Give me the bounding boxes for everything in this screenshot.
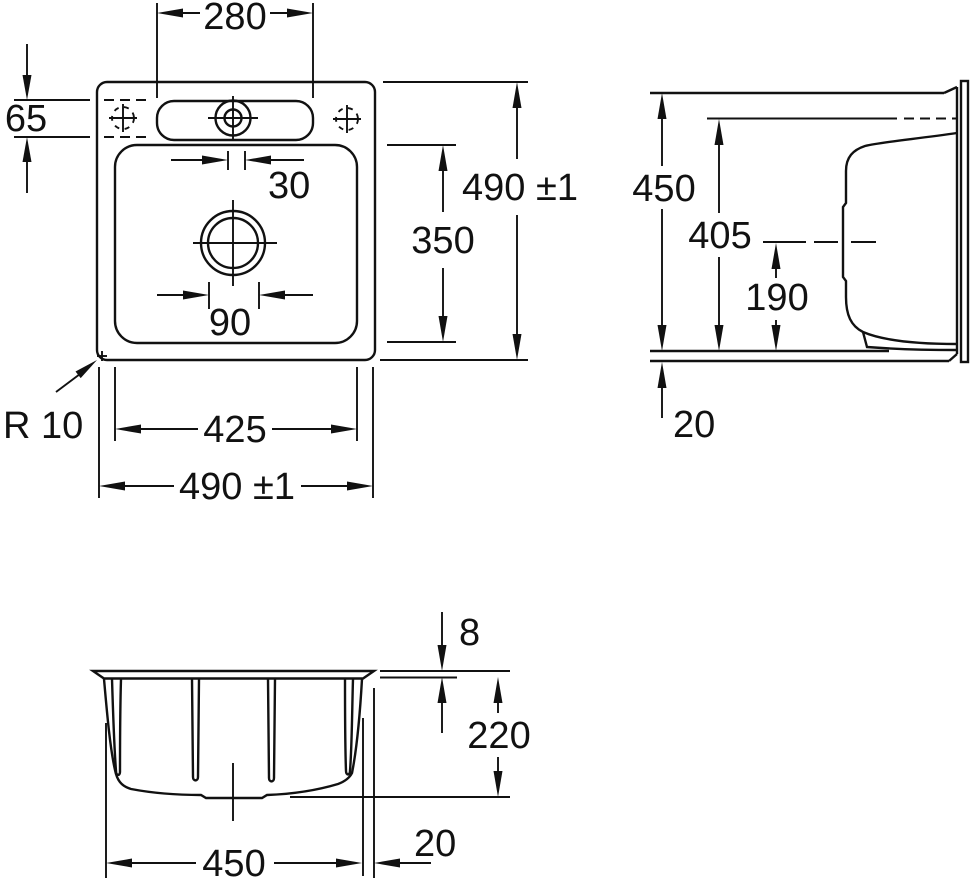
arrowhead-down — [771, 325, 781, 351]
arrowhead-down — [714, 325, 724, 351]
sink-outer-outline — [95, 80, 377, 362]
dim-label-drain-axis: 190 — [745, 277, 808, 319]
dimension-20-front: 20 — [374, 823, 456, 868]
arrowhead-down — [493, 771, 503, 797]
dimension-490-vertical: 490 ±1 — [380, 81, 578, 361]
dim-label-rim-overhang-side: 20 — [673, 404, 715, 446]
arrowhead-down — [22, 75, 32, 100]
arrowhead-left — [115, 424, 141, 434]
dim-label-tap-axis: 405 — [688, 215, 751, 257]
rim-edge-profile — [959, 79, 970, 364]
dim-label-tap-ledge-width: 280 — [203, 0, 266, 38]
arrowhead-up — [512, 82, 522, 108]
dimension-30: 30 — [171, 151, 310, 207]
drill-dashed-circle — [335, 107, 359, 131]
front-view: 8 220 450 20 — [89, 612, 531, 880]
arrowhead-up — [438, 145, 448, 171]
arrowhead-up — [771, 243, 781, 269]
dimension-20-side: 20 — [657, 362, 715, 446]
dim-label-rim-overhang-front: 20 — [414, 823, 456, 865]
dim-label-drain-hole: 90 — [209, 302, 251, 344]
arrowhead-right — [202, 155, 228, 165]
basin-profile-outer-bottom — [861, 331, 958, 352]
arrowhead-right — [183, 290, 209, 300]
arrowhead-left — [106, 858, 132, 868]
dimension-425: 425 — [114, 367, 358, 451]
arrowhead-left — [259, 290, 285, 300]
dim-label-basin-length: 350 — [411, 220, 474, 262]
dimension-190: 190 — [745, 243, 809, 351]
basin-wall-edge-2 — [190, 678, 201, 782]
rim-chamfer-line — [943, 85, 958, 95]
basin-inner-outline — [113, 143, 359, 345]
dimension-220: 220 — [467, 677, 531, 797]
arrowhead-down — [438, 316, 448, 342]
dim-label-bottom-width: 450 — [202, 843, 265, 880]
rim-flange-outline — [89, 669, 378, 680]
dimension-405: 405 — [688, 119, 752, 351]
dim-label-cutout-length: 450 — [632, 168, 695, 210]
dimension-450-side: 450 — [632, 93, 696, 351]
radius-callout: R 10 — [3, 360, 97, 447]
drill-mark-left — [109, 104, 137, 132]
leader-line — [55, 373, 81, 393]
arrowhead-right — [287, 8, 313, 18]
arrowhead-up — [657, 362, 667, 388]
basin-wall-edge-3 — [266, 678, 277, 783]
arrowhead-down — [657, 325, 667, 351]
arrowhead-right — [347, 481, 373, 491]
arrowhead-up — [437, 677, 447, 703]
arrowhead-right — [331, 424, 357, 434]
arrowhead-down — [437, 645, 447, 671]
basin-wall-edge-4 — [343, 678, 355, 776]
dim-label-basin-width: 425 — [203, 409, 266, 451]
dim-label-tap-hole: 30 — [268, 165, 310, 207]
dim-label-tap-zone-height: 65 — [5, 98, 47, 140]
dimension-65: 65 — [5, 44, 90, 193]
arrowhead-left — [157, 8, 183, 18]
tap-ledge-slot — [155, 99, 315, 142]
arrowhead-down — [512, 334, 522, 360]
dimension-8: 8 — [437, 612, 480, 733]
basin-profile-inner — [841, 131, 958, 346]
dimension-490-horizontal: 490 ±1 — [98, 367, 374, 508]
plan-view: 280 65 30 — [3, 0, 578, 508]
dim-label-overall-length: 490 ±1 — [462, 167, 578, 209]
label-corner-radius: R 10 — [3, 405, 83, 447]
rim-chamfer-line-bottom — [948, 353, 958, 362]
leader-arrowhead — [75, 360, 97, 379]
arrowhead-right — [336, 858, 362, 868]
arrowhead-left — [245, 155, 271, 165]
arrowhead-up — [657, 93, 667, 119]
dim-label-rim-thickness: 8 — [459, 612, 480, 654]
basin-wall-edge-1 — [110, 678, 123, 777]
arrowhead-up — [493, 677, 503, 703]
drill-dashed-circle — [111, 106, 135, 130]
arrowhead-up — [22, 137, 32, 162]
drill-mark-right — [333, 105, 361, 133]
side-view: 450 405 190 20 — [632, 79, 970, 446]
arrowhead-left — [374, 858, 400, 868]
dim-label-overall-width: 490 ±1 — [179, 466, 295, 508]
dim-label-basin-depth: 220 — [467, 715, 530, 757]
dimension-450-front: 450 — [106, 843, 362, 880]
arrowhead-left — [99, 481, 125, 491]
dimension-90: 90 — [157, 282, 313, 344]
arrowhead-up — [714, 119, 724, 145]
dimension-350: 350 — [387, 144, 475, 343]
dimension-280: 280 — [156, 0, 314, 98]
